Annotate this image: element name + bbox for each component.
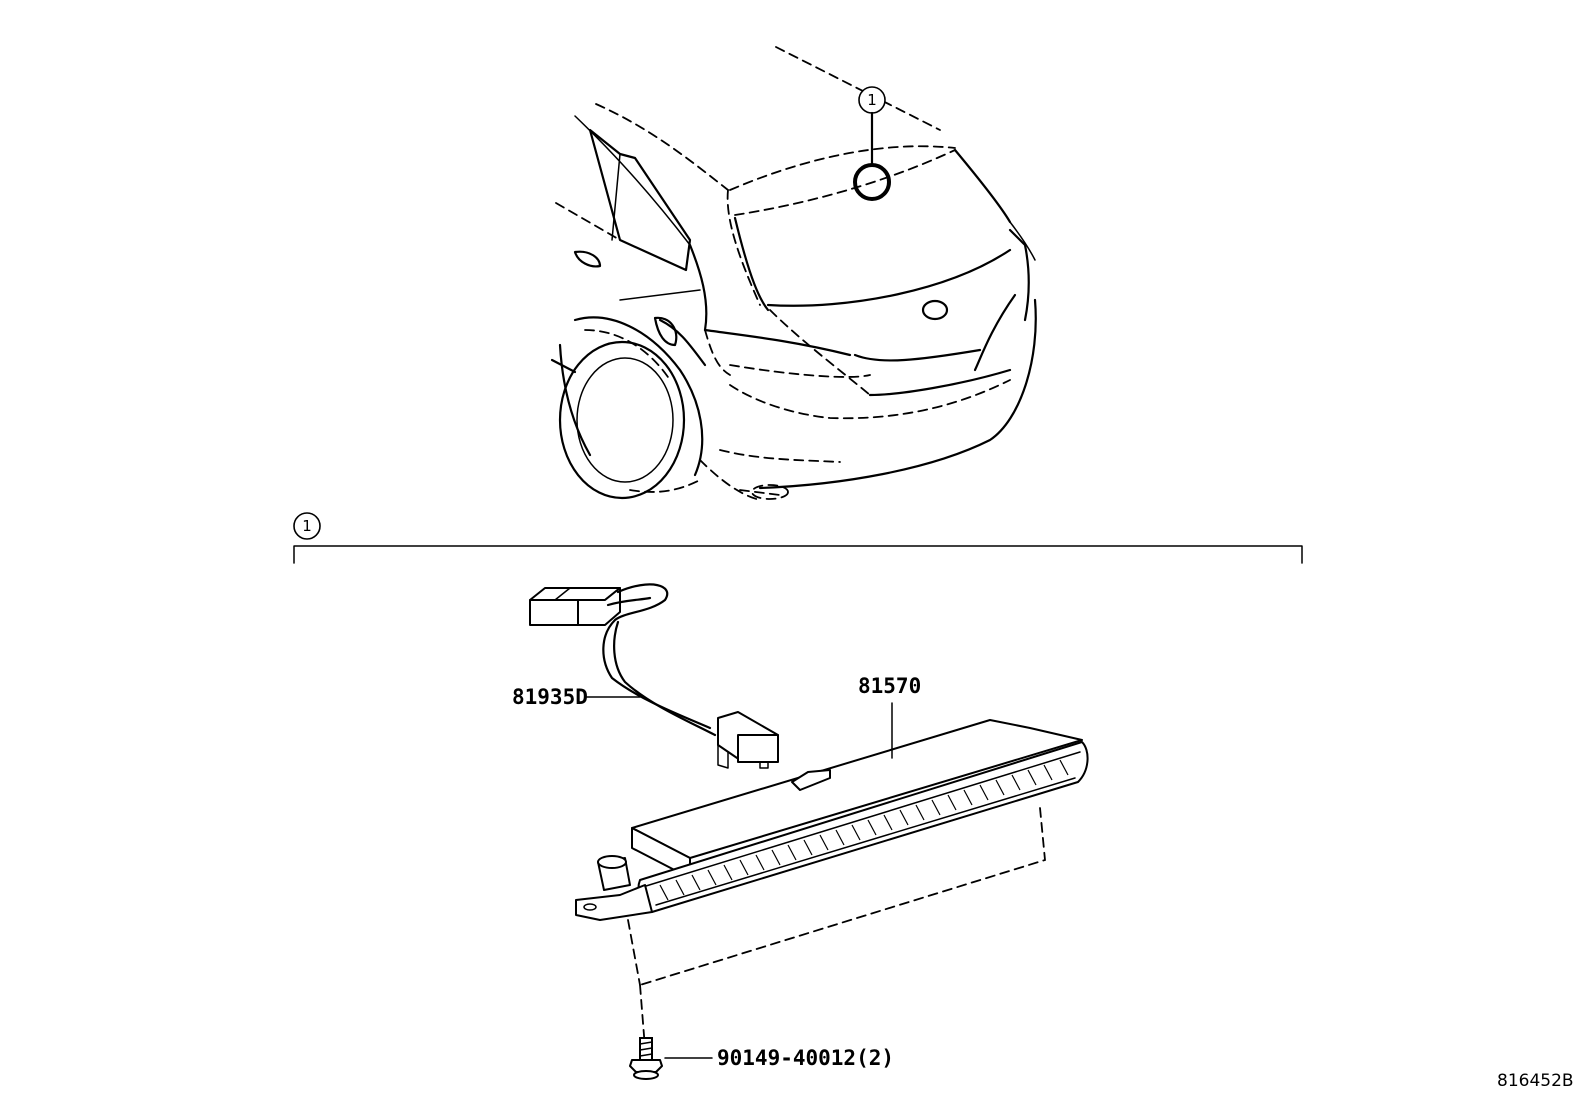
vehicle-rear-illustration — [550, 46, 1037, 501]
callout-location-ring — [853, 163, 891, 201]
screw[interactable] — [629, 1037, 663, 1080]
screw-part-number[interactable]: 90149-40012(2) — [717, 1046, 894, 1070]
section-bracket-line — [293, 545, 1303, 564]
wire-harness[interactable] — [529, 583, 779, 769]
wire-part-number[interactable]: 81935D — [512, 685, 588, 709]
section-circle — [293, 512, 321, 540]
section-bracket: 1 — [293, 512, 1303, 564]
callout-marker[interactable]: 1 — [853, 86, 891, 201]
section-number: 1 — [302, 517, 312, 535]
callout-number: 1 — [867, 91, 877, 109]
stop-lamp-assembly[interactable] — [575, 719, 1089, 921]
illustration-id: 816452B — [1497, 1071, 1574, 1091]
lens-hatching — [659, 759, 1069, 901]
lamp-part-number[interactable]: 81570 — [858, 674, 921, 698]
